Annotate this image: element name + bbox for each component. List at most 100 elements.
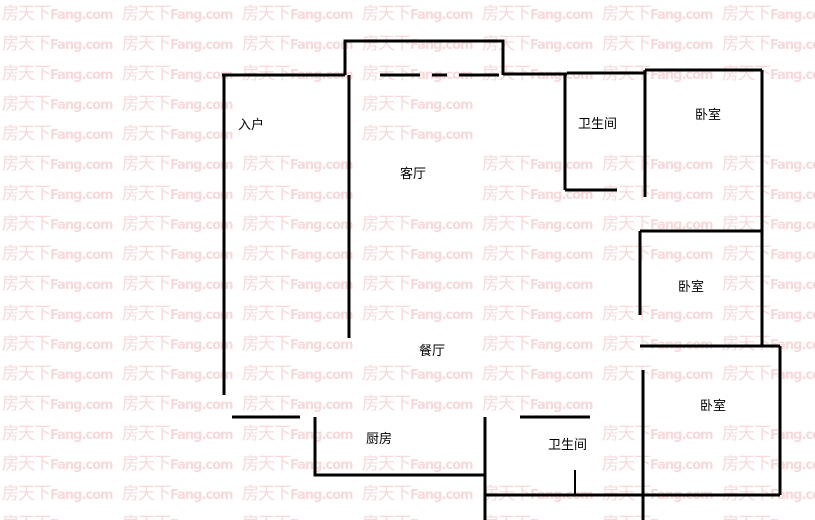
watermark-text: 房天下Fang.com <box>242 424 354 444</box>
watermark-text: 房天下Fang.com <box>482 304 594 324</box>
watermark-text: 房天下Fang.com <box>122 154 234 174</box>
watermark-text: 房天下Fang.com <box>242 334 354 354</box>
watermark-text: 房天下Fang.com <box>362 394 474 414</box>
watermark-text: 房天下Fang.com <box>122 94 234 114</box>
watermark-text: 房天下Fang.com <box>362 4 474 24</box>
watermark-text: 房天下Fang.com <box>362 454 474 474</box>
watermark-text: 房天下Fang.com <box>122 4 234 24</box>
watermark-text: 房天下Fang.com <box>482 184 594 204</box>
watermark-text: 房天下Fang.com <box>722 514 815 520</box>
watermark-text: 房天下Fang.com <box>482 34 594 54</box>
room-label-bathroom-bottom: 卫生间 <box>548 438 588 454</box>
watermark-text: 房天下Fang.com <box>122 34 234 54</box>
watermark-text: 房天下Fang.com <box>482 514 594 520</box>
watermark-text: 房天下Fang.com <box>2 364 114 384</box>
watermark-text: 房天下Fang.com <box>122 454 234 474</box>
kitchen-walls <box>313 417 485 477</box>
watermark-text: 房天下Fang.com <box>482 214 594 234</box>
watermark-text: 房天下Fang.com <box>2 4 114 24</box>
watermark-text: 房天下Fang.com <box>2 244 114 264</box>
watermark-text: 房天下Fang.com <box>602 4 714 24</box>
watermark-text: 房天下Fang.com <box>362 364 474 384</box>
watermark-text: 房天下Fang.com <box>242 244 354 264</box>
watermark-text: 房天下Fang.com <box>362 124 474 144</box>
watermark-text: 房天下Fang.com <box>482 394 594 414</box>
watermark-text: 房天下Fang.com <box>242 514 354 520</box>
watermark-text: 房天下Fang.com <box>2 184 114 204</box>
watermark-text: 房天下Fang.com <box>362 244 474 264</box>
watermark-text: 房天下Fang.com <box>722 4 815 24</box>
watermark-text: 房天下Fang.com <box>482 244 594 264</box>
watermark-text: 房天下Fang.com <box>242 34 354 54</box>
watermark-text: 房天下Fang.com <box>2 484 114 504</box>
watermark-text: 房天下Fang.com <box>722 184 815 204</box>
watermark-text: 房天下Fang.com <box>2 64 114 84</box>
watermark-text: 房天下Fang.com <box>242 214 354 234</box>
watermark-text: 房天下Fang.com <box>602 214 714 234</box>
watermark-text: 房天下Fang.com <box>242 364 354 384</box>
watermark-text: 房天下Fang.com <box>242 274 354 294</box>
watermark-text: 房天下Fang.com <box>122 64 234 84</box>
watermark-text: 房天下Fang.com <box>242 154 354 174</box>
watermark-text: 房天下Fang.com <box>2 274 114 294</box>
watermark-text: 房天下Fang.com <box>722 244 815 264</box>
watermark-text: 房天下Fang.com <box>722 214 815 234</box>
watermark-text: 房天下Fang.com <box>722 34 815 54</box>
room-label-entrance: 入户 <box>238 118 265 134</box>
watermark-text: 房天下Fang.com <box>2 454 114 474</box>
watermark-text: 房天下Fang.com <box>722 304 815 324</box>
watermark-text: 房天下Fang.com <box>362 214 474 234</box>
watermark-text: 房天下Fang.com <box>122 484 234 504</box>
watermark-text: 房天下Fang.com <box>122 274 234 294</box>
watermark-text: 房天下Fang.com <box>242 454 354 474</box>
watermark-text: 房天下Fang.com <box>122 334 234 354</box>
watermark-text: 房天下Fang.com <box>2 154 114 174</box>
watermark-text: 房天下Fang.com <box>482 364 594 384</box>
watermark-text: 房天下Fang.com <box>122 364 234 384</box>
room-label-dining-room: 餐厅 <box>419 344 446 360</box>
watermark-text: 房天下Fang.com <box>2 214 114 234</box>
watermark-text: 房天下Fang.com <box>362 304 474 324</box>
watermark-text: 房天下Fang.com <box>362 274 474 294</box>
watermark-text: 房天下Fang.com <box>482 334 594 354</box>
watermark-text: 房天下Fang.com <box>242 394 354 414</box>
watermark-text: 房天下Fang.com <box>2 334 114 354</box>
watermark-text: 房天下Fang.com <box>122 424 234 444</box>
watermark-text: 房天下Fang.com <box>482 274 594 294</box>
watermark-text: 房天下Fang.com <box>602 34 714 54</box>
watermark-text: 房天下Fang.com <box>602 454 714 474</box>
watermark-text: 房天下Fang.com <box>2 394 114 414</box>
room-label-living-room: 客厅 <box>400 167 427 183</box>
watermark-text: 房天下Fang.com <box>602 364 714 384</box>
watermark-text: 房天下Fang.com <box>122 244 234 264</box>
watermark-text: 房天下Fang.com <box>362 514 474 520</box>
watermark-text: 房天下Fang.com <box>2 94 114 114</box>
watermark-text: 房天下Fang.com <box>602 154 714 174</box>
watermark-text: 房天下Fang.com <box>602 424 714 444</box>
room-label-kitchen: 厨房 <box>366 432 393 448</box>
watermark-text: 房天下Fang.com <box>2 124 114 144</box>
walls <box>222 39 782 520</box>
watermark-text: 房天下Fang.com <box>362 94 474 114</box>
watermark-text: 房天下Fang.com <box>2 514 114 520</box>
watermark-text: 房天下Fang.com <box>122 124 234 144</box>
watermark-text: 房天下Fang.com <box>362 484 474 504</box>
watermark-text: 房天下Fang.com <box>722 154 815 174</box>
room-label-bathroom-top: 卫生间 <box>578 117 618 133</box>
room-label-bedroom-bottom: 卧室 <box>700 399 727 415</box>
watermark-text: 房天下Fang.com <box>482 154 594 174</box>
watermark-text: 房天下Fang.com <box>2 304 114 324</box>
watermark-text: 房天下Fang.com <box>242 184 354 204</box>
watermark-text: 房天下Fang.com <box>122 304 234 324</box>
room-label-bedroom-middle: 卧室 <box>678 280 705 296</box>
watermark-text: 房天下Fang.com <box>122 214 234 234</box>
watermark-text: 房天下Fang.com <box>122 394 234 414</box>
top-bump-wall <box>343 39 505 75</box>
watermark-text: 房天下Fang.com <box>122 184 234 204</box>
watermark-text: 房天下Fang.com <box>2 424 114 444</box>
watermark-text: 房天下Fang.com <box>242 484 354 504</box>
watermark-text: 房天下Fang.com <box>242 304 354 324</box>
